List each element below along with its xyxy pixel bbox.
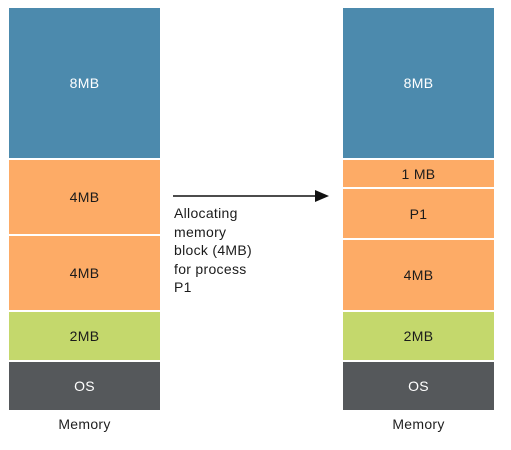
block-label: P1	[409, 205, 428, 222]
block-os: OS	[9, 362, 160, 410]
block-label: 8MB	[69, 75, 100, 91]
block-1mb: 1 MB	[343, 160, 494, 189]
memory-caption-left: Memory	[58, 416, 111, 432]
block-label: 2MB	[69, 328, 100, 344]
memory-before: 8MB 4MB 4MB 2MB OS	[9, 8, 160, 410]
block-p1: P1	[343, 189, 494, 240]
block-4mb: 4MB	[343, 240, 494, 312]
block-label: 4MB	[403, 267, 434, 283]
memory-after: 8MB 1 MB P1 4MB 2MB OS	[343, 8, 494, 410]
block-label: 1 MB	[401, 165, 436, 182]
arrow-right-icon	[173, 190, 329, 202]
block-4mb: 4MB	[9, 160, 160, 236]
block-label: 8MB	[403, 75, 434, 91]
block-label: 2MB	[403, 328, 434, 344]
block-label: OS	[408, 378, 429, 394]
block-label: 4MB	[69, 189, 100, 205]
block-label: OS	[74, 378, 95, 394]
block-2mb: 2MB	[9, 312, 160, 362]
block-2mb: 2MB	[343, 312, 494, 362]
block-4mb: 4MB	[9, 236, 160, 312]
allocation-description: Allocating memory block (4MB) for proces…	[174, 205, 252, 295]
block-os: OS	[343, 362, 494, 410]
block-8mb: 8MB	[343, 8, 494, 160]
memory-caption-right: Memory	[392, 416, 445, 432]
block-8mb: 8MB	[9, 8, 160, 160]
block-label: 4MB	[69, 265, 100, 281]
